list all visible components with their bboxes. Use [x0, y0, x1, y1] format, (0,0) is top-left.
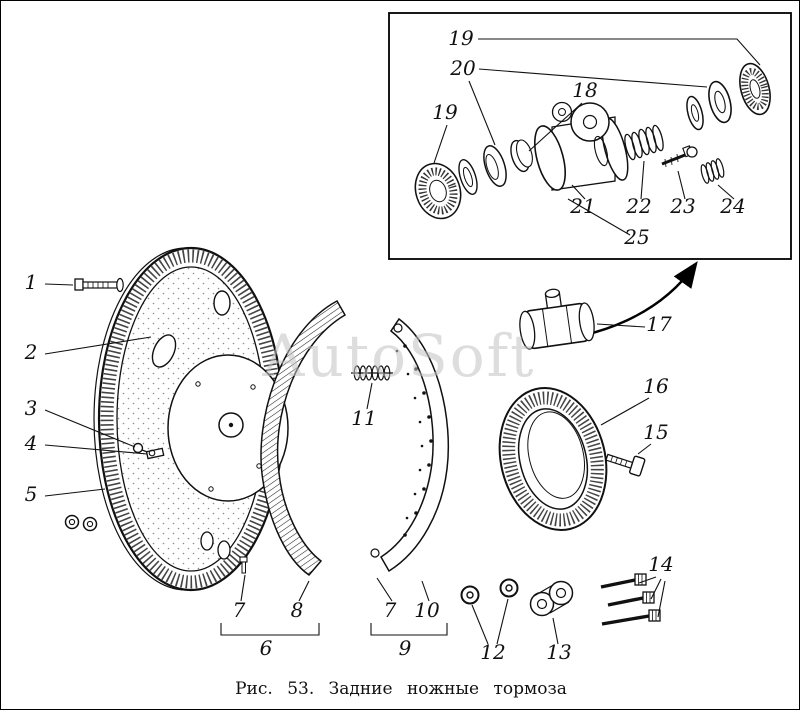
part-label-11: 11: [351, 406, 376, 430]
link-plate-13: [529, 580, 574, 617]
plate-bolt-7: [239, 556, 248, 574]
cylinder-body-21: [534, 101, 629, 191]
brake-shoe-10: [370, 317, 450, 573]
part-label-22: 22: [625, 194, 651, 218]
watermark-text: AutoSoft: [262, 322, 536, 390]
part-label-25: 25: [623, 225, 649, 249]
part-label-19a: 19: [448, 26, 474, 50]
brake-shoe-lining-8: [260, 299, 347, 577]
brake-drum-16: [498, 387, 608, 531]
piston: [510, 139, 533, 173]
part-label-10: 10: [414, 598, 440, 622]
part-label-8: 8: [291, 598, 304, 622]
part-label-6: 6: [260, 636, 273, 660]
part-label-14: 14: [648, 552, 673, 576]
bracket-6: [220, 623, 320, 636]
boot-seal-19-right: [739, 62, 771, 116]
part-label-7a: 7: [233, 598, 246, 622]
washers-12: [460, 578, 519, 605]
part-label-21: 21: [569, 194, 595, 218]
washer-right-inset: [686, 95, 704, 131]
part-label-20: 20: [449, 56, 476, 80]
bracket-9: [370, 623, 448, 636]
adjuster-pin: [132, 442, 144, 454]
part-label-15: 15: [643, 420, 668, 444]
washer-inset: [458, 159, 478, 195]
boot-seal-19-left: [414, 162, 462, 220]
small-spring-24: [700, 158, 725, 184]
part-label-19b: 19: [432, 100, 458, 124]
part-label-23: 23: [669, 194, 695, 218]
backing-plate: [93, 246, 289, 592]
studs-14: [600, 573, 661, 626]
rubber-cup-20: [483, 145, 507, 187]
nut-and-washer: [64, 514, 98, 532]
part-label-1: 1: [25, 270, 38, 294]
spring-22: [624, 124, 664, 161]
part-label-5: 5: [25, 482, 38, 506]
part-label-3: 3: [25, 396, 38, 420]
bolt-15: [605, 453, 646, 477]
inset-leader-lines: [433, 38, 761, 236]
part-label-16: 16: [643, 374, 669, 398]
main-leader-lines: [44, 283, 666, 645]
inset-box-wheel-cylinder: 19 20 19 18 21 22 23 24 25: [388, 12, 792, 260]
cap-20-right: [708, 80, 732, 124]
figure-caption: Рис. 53. Задние ножные тормоза: [235, 679, 567, 699]
part-label-9: 9: [399, 636, 412, 660]
part-label-24: 24: [719, 194, 745, 218]
part-label-17: 17: [646, 312, 672, 336]
part-label-2: 2: [24, 340, 38, 364]
part-label-7b: 7: [384, 598, 397, 622]
bleeder-screw-23: [661, 145, 698, 168]
mounting-bolt-1: [74, 277, 124, 293]
part-label-18: 18: [572, 78, 597, 102]
part-label-13: 13: [546, 640, 571, 664]
shoe-spring-11: [351, 365, 393, 381]
wheel-cylinder-17: [519, 288, 595, 350]
part-label-12: 12: [480, 640, 505, 664]
part-label-4: 4: [24, 431, 38, 455]
